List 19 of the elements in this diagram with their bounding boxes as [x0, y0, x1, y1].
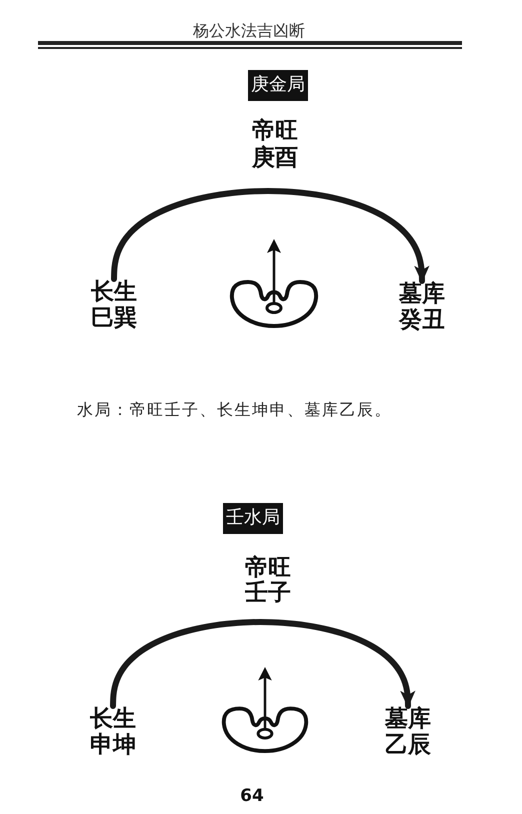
stage-label: 墓库: [398, 281, 446, 307]
stage-label: 墓库: [384, 706, 432, 732]
stage-label: 壬子: [244, 580, 292, 606]
running-header: 杨公水法吉凶断: [193, 21, 305, 41]
curved-arrow: [111, 188, 430, 284]
heading-tag: 壬水局: [223, 503, 283, 534]
stage-label: 帝旺: [251, 118, 299, 144]
stage-label: 庚酉: [250, 145, 299, 171]
page-number: 64: [239, 786, 265, 806]
stage-label: 长生: [90, 279, 138, 305]
branch-label: 乙辰: [384, 732, 432, 758]
heading-tag: 庚金局: [248, 70, 308, 101]
branch-label: 巳巽: [90, 305, 138, 331]
branch-label: 癸丑: [398, 307, 446, 333]
curved-arrow: [110, 619, 416, 709]
branch-label: 申坤: [89, 732, 137, 758]
note-text: 水局：帝旺壬子、长生坤申、墓库乙辰。: [77, 400, 392, 420]
stage-label: 帝旺: [244, 555, 292, 581]
stage-label: 长生: [89, 706, 137, 732]
